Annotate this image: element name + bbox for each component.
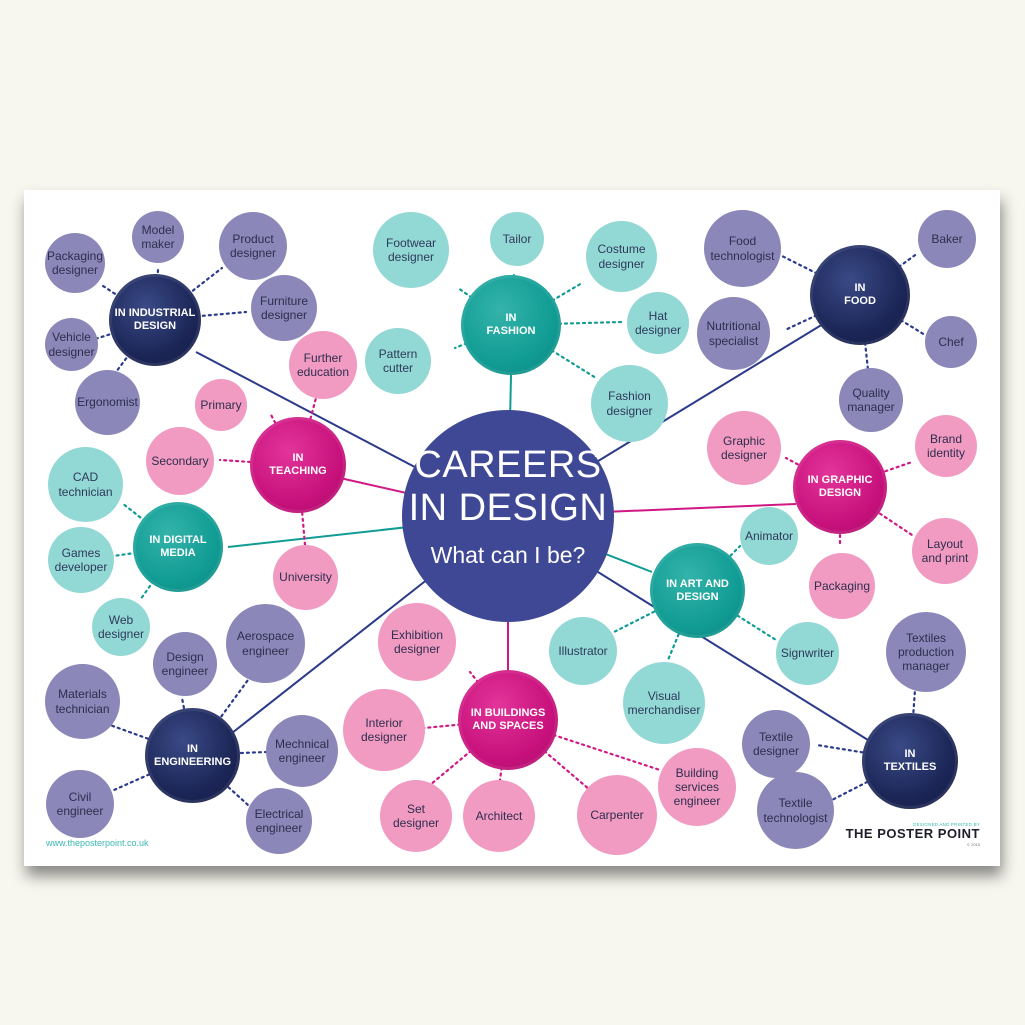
- hub-teaching: IN TEACHING: [250, 417, 346, 513]
- leaf-web-designer: Web designer: [92, 598, 150, 656]
- leaf-signwriter: Signwriter: [776, 622, 839, 685]
- leaf-chef: Chef: [925, 316, 977, 368]
- leaf-mechnical-engineer: Mechnical engineer: [266, 715, 338, 787]
- leaf-design-engineer: Design engineer: [153, 632, 217, 696]
- hub-buildings-and-spaces: IN BUILDINGS AND SPACES: [458, 670, 558, 770]
- leaf-electrical-engineer: Electrical engineer: [246, 788, 312, 854]
- leaf-hat-designer: Hat designer: [627, 292, 689, 354]
- hub-fashion: IN FASHION: [461, 275, 561, 375]
- leaf-architect: Architect: [463, 780, 535, 852]
- leaf-textiles-production-manager: Textiles production manager: [886, 612, 966, 692]
- brand-tagline: DESIGNED AND PRINTED BY: [913, 822, 980, 827]
- leaf-product-designer: Product designer: [219, 212, 287, 280]
- leaf-primary: Primary: [195, 379, 247, 431]
- leaf-civil-engineer: Civil engineer: [46, 770, 114, 838]
- leaf-animator: Animator: [740, 507, 798, 565]
- leaf-games-developer: Games developer: [48, 527, 114, 593]
- leaf-furniture-designer: Furniture designer: [251, 275, 317, 341]
- leaf-cad-technician: CAD technician: [48, 447, 123, 522]
- leaf-model-maker: Model maker: [132, 211, 184, 263]
- leaf-footwear-designer: Footwear designer: [373, 212, 449, 288]
- leaf-visual-merchandiser: Visual merchandiser: [623, 662, 705, 744]
- leaf-secondary: Secondary: [146, 427, 214, 495]
- leaf-building-services-engineer: Building services engineer: [658, 748, 736, 826]
- leaf-textile-technologist: Textile technologist: [757, 772, 834, 849]
- center-title: CAREERS IN DESIGN: [408, 444, 608, 529]
- leaf-packaging-designer: Packaging designer: [45, 233, 105, 293]
- leaf-carpenter: Carpenter: [577, 775, 657, 855]
- hub-engineering: IN ENGINEERING: [145, 708, 240, 803]
- leaf-exhibition-designer: Exhibition designer: [378, 603, 456, 681]
- hub-graphic-design: IN GRAPHIC DESIGN: [793, 440, 887, 534]
- leaf-quality-manager: Quality manager: [839, 368, 903, 432]
- leaf-food-technologist: Food technologist: [704, 210, 781, 287]
- hub-food: IN FOOD: [810, 245, 910, 345]
- leaf-aerospace-engineer: Aerospace engineer: [226, 604, 305, 683]
- leaf-set-designer: Set designer: [380, 780, 452, 852]
- brand-name: THE POSTER POINT: [845, 826, 980, 841]
- leaf-costume-designer: Costume designer: [586, 221, 657, 292]
- leaf-interior-designer: Interior designer: [343, 689, 425, 771]
- hub-industrial-design: IN INDUSTRIAL DESIGN: [109, 274, 201, 366]
- website-url: www.theposterpoint.co.uk: [46, 838, 149, 848]
- leaf-materials-technician: Materials technician: [45, 664, 120, 739]
- leaf-university: University: [273, 545, 338, 610]
- brand-year: © 2015: [967, 842, 980, 847]
- center-subtitle: What can I be?: [430, 542, 586, 568]
- leaf-layout-and-print: Layout and print: [912, 518, 978, 584]
- leaf-tailor: Tailor: [490, 212, 544, 266]
- leaf-vehicle-designer: Vehicle designer: [45, 318, 98, 371]
- center-title-circle: CAREERS IN DESIGN What can I be?: [402, 410, 614, 622]
- brand-logo: DESIGNED AND PRINTED BY THE POSTER POINT…: [846, 820, 980, 860]
- leaf-textile-designer: Textile designer: [742, 710, 810, 778]
- leaf-brand-identity: Brand identity: [915, 415, 977, 477]
- leaf-further-education: Further education: [289, 331, 357, 399]
- hub-digital-media: IN DIGITAL MEDIA: [133, 502, 223, 592]
- leaf-packaging: Packaging: [809, 553, 875, 619]
- hub-textiles: IN TEXTILES: [862, 713, 958, 809]
- leaf-pattern-cutter: Pattern cutter: [365, 328, 431, 394]
- leaf-fashion-designer: Fashion designer: [591, 365, 668, 442]
- hub-art-and-design: IN ART AND DESIGN: [650, 543, 745, 638]
- leaf-graphic-designer: Graphic designer: [707, 411, 781, 485]
- leaf-ergonomist: Ergonomist: [75, 370, 140, 435]
- leaf-nutritional-specialist: Nutritional specialist: [697, 297, 770, 370]
- leaf-baker: Baker: [918, 210, 976, 268]
- leaf-illustrator: Illustrator: [549, 617, 617, 685]
